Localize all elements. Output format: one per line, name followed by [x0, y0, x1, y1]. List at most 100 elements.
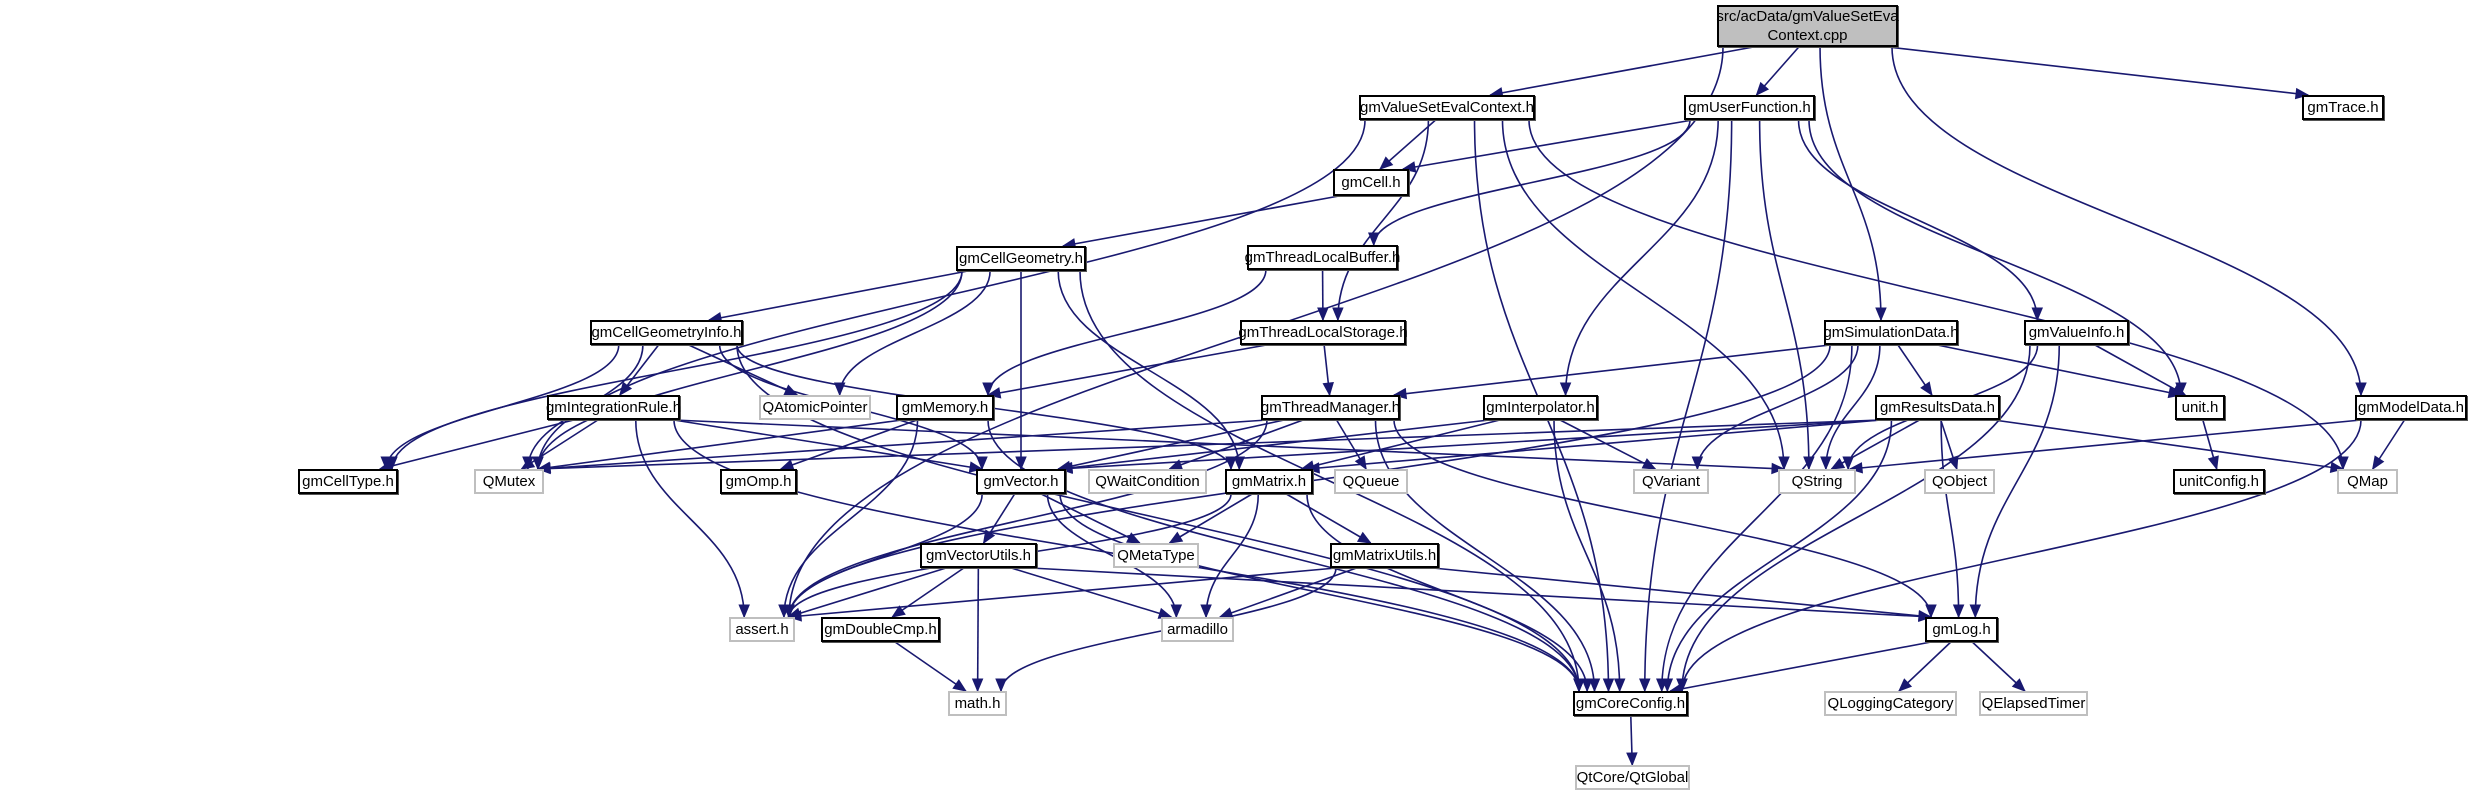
edge-gmresultsdata-to-gmvector	[1059, 419, 1882, 470]
arrowhead-icon	[1771, 462, 1786, 475]
node-label: gmThreadLocalBuffer.h	[1244, 249, 1401, 266]
node-label: gmThreadManager.h	[1260, 399, 1401, 416]
edge-gmthreadmanager-to-qmutex	[537, 419, 1268, 470]
edge-gmsimulationdata-to-unit	[1937, 344, 2182, 396]
node-gmthreadlocalbuffer[interactable]: gmThreadLocalBuffer.h	[1244, 245, 1401, 270]
node-gmthreadmanager[interactable]: gmThreadManager.h	[1261, 395, 1400, 420]
node-label: QMutex	[482, 473, 536, 490]
edge-gmmemory-to-gmomp	[780, 419, 918, 470]
arrowhead-icon	[971, 678, 984, 693]
node-label: gmCoreConfig.h	[1575, 695, 1686, 712]
node-gmtrace[interactable]: gmTrace.h	[2302, 95, 2384, 120]
arrowhead-icon	[1875, 307, 1887, 322]
arrowhead-icon	[536, 462, 551, 475]
arrowhead-icon	[1848, 462, 1863, 474]
node-gmlog[interactable]: gmLog.h	[1925, 617, 1998, 642]
edge-gmcellgeometry-to-qmutex	[537, 270, 963, 470]
arrowhead-icon	[1233, 456, 1245, 471]
node-gmvalueinfo[interactable]: gmValueInfo.h	[2024, 320, 2129, 345]
edge-gmmemory-to-assert	[783, 419, 919, 618]
node-label: gmCellType.h	[302, 473, 394, 490]
node-label: Context.cpp	[1767, 27, 1848, 44]
node-unitconfig[interactable]: unitConfig.h	[2173, 469, 2265, 494]
arrowhead-icon	[1168, 531, 1184, 544]
edge-gmmatrixutils-to-gmlog	[1432, 567, 1932, 618]
arrowhead-icon	[1392, 387, 1408, 400]
arrowhead-icon	[783, 604, 795, 619]
edge-gmmodeldata-to-qstring	[1849, 419, 2362, 470]
edge-gmuserfunction-to-gmthreadlocalbuffer	[1372, 119, 1691, 246]
node-label: QVariant	[1641, 473, 1701, 490]
edge-gmmatrix-to-qmetatype	[1169, 493, 1253, 544]
edge-gmuserfunction-to-gmcoreconfig	[1643, 119, 1733, 692]
node-gmthreadlocalstorage[interactable]: gmThreadLocalStorage.h	[1238, 320, 1408, 345]
node-gmintegrationrule[interactable]: gmIntegrationRule.h	[546, 395, 681, 420]
arrowhead-icon	[1317, 307, 1329, 322]
node-gmmodeldata[interactable]: gmModelData.h	[2355, 395, 2467, 420]
edge-gmthreadmanager-to-gmlog	[1393, 419, 1932, 618]
node-gmomp[interactable]: gmOmp.h	[720, 469, 797, 494]
node-gmmemory[interactable]: gmMemory.h	[896, 395, 994, 420]
node-label: gmValueSetEvalContext.h	[1360, 99, 1534, 116]
node-label: QMap	[2347, 473, 2388, 490]
node-assert: assert.h	[729, 617, 795, 642]
node-unit[interactable]: unit.h	[2175, 395, 2225, 420]
arrowhead-icon	[1367, 232, 1380, 247]
node-gmcellgeometryinfo[interactable]: gmCellGeometryInfo.h	[590, 320, 743, 345]
edge-gmvectorutils-to-gmdoublecmp	[891, 567, 965, 618]
arrowhead-icon	[1200, 604, 1212, 619]
arrowhead-icon	[1661, 678, 1674, 693]
node-label: gmInterpolator.h	[1486, 399, 1595, 416]
node-gmmatrix[interactable]: gmMatrix.h	[1225, 469, 1313, 494]
arrowhead-icon	[2294, 87, 2310, 100]
node-gmuserfunction[interactable]: gmUserFunction.h	[1684, 95, 1815, 120]
node-armadillo: armadillo	[1161, 617, 1234, 642]
node-label: gmLog.h	[1932, 621, 1991, 638]
node-gmcellgeometry[interactable]: gmCellGeometry.h	[956, 246, 1086, 271]
node-gmmatrixutils[interactable]: gmMatrixUtils.h	[1330, 543, 1439, 568]
arrowhead-icon	[1354, 455, 1367, 471]
edge-gmcellgeometryinfo-to-gmcelltype	[385, 344, 620, 470]
arrowhead-icon	[2011, 678, 2026, 692]
node-gmsimulationdata[interactable]: gmSimulationData.h	[1823, 320, 1959, 345]
node-qwaitcondition: QWaitCondition	[1088, 469, 1207, 494]
edge-gmmatrixutils-to-assert	[788, 567, 1337, 618]
arrowhead-icon	[2337, 456, 2349, 471]
node-qobject: QObject	[1924, 469, 1995, 494]
edge-gmuserfunction-to-unit	[1808, 119, 2182, 396]
node-gmcell[interactable]: gmCell.h	[1333, 169, 1409, 196]
node-label: QMetaType	[1117, 547, 1195, 564]
edge-gmcellgeometry-to-gmmatrix	[1057, 270, 1241, 470]
arrowhead-icon	[2207, 455, 2219, 471]
arrowhead-icon	[952, 679, 967, 692]
edge-gmvalueinfo-to-gmlog	[1974, 344, 2061, 618]
node-gminterpolator[interactable]: gmInterpolator.h	[1483, 395, 1598, 420]
arrowhead-icon	[1588, 678, 1601, 693]
edge-root-to-gmvaluesetevalcontext	[1490, 46, 1754, 96]
node-gmvectorutils[interactable]: gmVectorUtils.h	[920, 543, 1037, 568]
node-label: armadillo	[1167, 621, 1228, 638]
edge-root-to-gmsimulationdata	[1819, 46, 1882, 321]
node-gmcoreconfig[interactable]: gmCoreConfig.h	[1573, 691, 1688, 716]
edge-gmvector-to-assert	[788, 493, 983, 618]
arrowhead-icon	[1559, 382, 1572, 397]
node-label: gmUserFunction.h	[1688, 99, 1811, 116]
edge-gmsimulationdata-to-qstring	[1825, 344, 1881, 470]
node-label: gmVectorUtils.h	[925, 547, 1032, 564]
edge-gminterpolator-to-gmmatrix	[1301, 419, 1500, 470]
node-math: math.h	[948, 691, 1007, 716]
edge-gmvectorutils-to-armadillo	[1011, 567, 1172, 618]
node-gmdoublecmp[interactable]: gmDoubleCmp.h	[821, 617, 940, 642]
edge-gmintegrationrule-to-qmutex	[521, 419, 599, 470]
node-label: gmSimulationData.h	[1823, 324, 1959, 341]
edge-gmmemory-to-qmutex	[537, 419, 903, 470]
node-gmvaluesetevalcontext[interactable]: gmValueSetEvalContext.h	[1359, 95, 1535, 120]
node-gmresultsdata[interactable]: gmResultsData.h	[1875, 395, 2000, 420]
edge-gmvectorutils-to-gmlog	[1030, 567, 1932, 618]
node-qstring: QString	[1778, 469, 1856, 494]
node-gmvector[interactable]: gmVector.h	[976, 469, 1066, 494]
node-gmcelltype[interactable]: gmCellType.h	[298, 469, 398, 494]
arrowhead-icon	[1356, 531, 1372, 544]
